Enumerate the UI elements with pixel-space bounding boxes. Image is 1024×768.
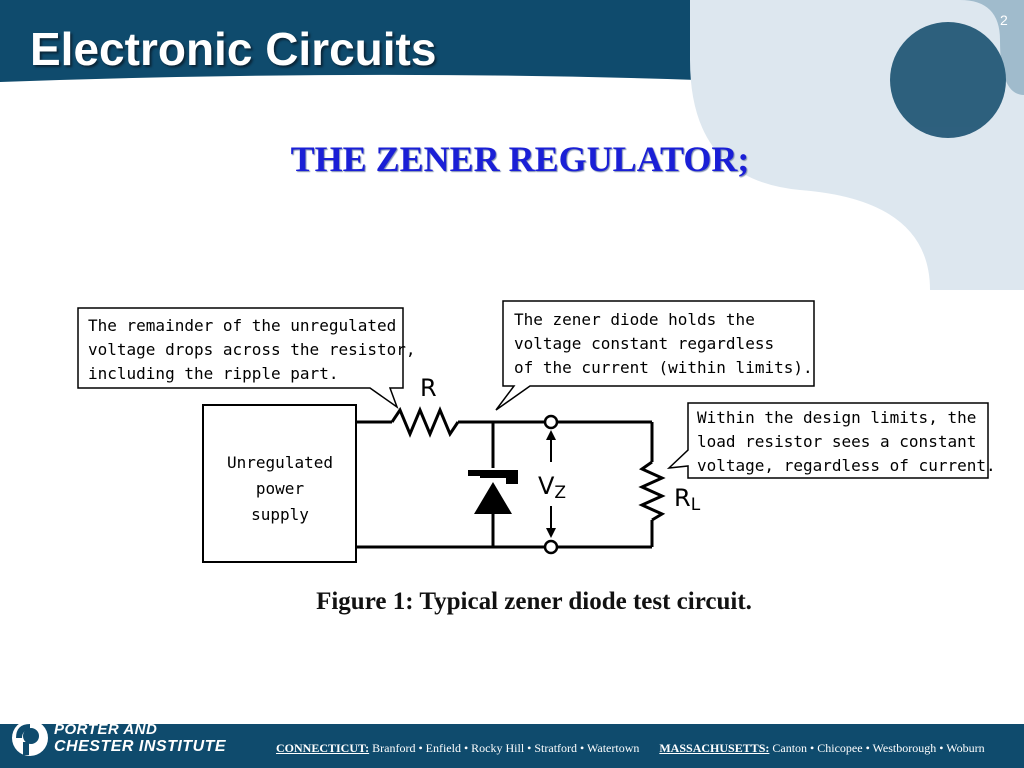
terminal-top: [543, 414, 559, 430]
vz-arrowhead-up: [546, 430, 556, 440]
page-number: 2: [1000, 12, 1008, 28]
vz-arrowhead-down: [546, 528, 556, 538]
header-logo-arcs: [700, 0, 1024, 138]
power-supply-box: [202, 404, 357, 563]
callout-zener-line3: of the current (within limits).: [514, 358, 813, 377]
callout-resistor-box: [77, 307, 404, 409]
callout-load-line2: load resistor sees a constant: [697, 432, 976, 451]
zener-diode-triangle: [474, 482, 512, 514]
brand-line2: CHESTER INSTITUTE: [54, 738, 227, 755]
footer-locations: CONNECTICUT: Branford • Enfield • Rocky …: [276, 741, 985, 756]
zener-diode-bar: [468, 470, 518, 484]
porter-chester-logo-icon: [12, 720, 48, 756]
brand-name: PORTER AND CHESTER INSTITUTE: [54, 721, 226, 755]
terminal-bottom: [543, 539, 559, 555]
ct-towns: Branford • Enfield • Rocky Hill • Stratf…: [372, 741, 640, 755]
load-label: RL: [674, 484, 701, 515]
supply-label-line1: Unregulated: [227, 453, 333, 472]
slide-title: Electronic Circuits: [30, 23, 437, 75]
slide-subtitle: THE ZENER REGULATOR;: [290, 139, 750, 179]
callout-resistor-line3: including the ripple part.: [88, 364, 338, 383]
load-resistor-rl: [638, 460, 666, 522]
resistor-r: [390, 406, 460, 438]
ct-label: CONNECTICUT:: [276, 741, 370, 755]
supply-label-line2: power: [256, 479, 305, 498]
footer-band: [0, 724, 1024, 768]
callout-load-line1: Within the design limits, the: [697, 408, 976, 427]
vz-label: VZ: [538, 472, 566, 503]
callout-resistor-line1: The remainder of the unregulated: [88, 316, 396, 335]
ma-label: MASSACHUSETTS:: [659, 741, 770, 755]
callout-zener-box: [495, 300, 815, 411]
callout-load-line3: voltage, regardless of current.: [697, 456, 996, 475]
figure-caption: Figure 1: Typical zener diode test circu…: [316, 588, 752, 615]
callout-zener-line2: voltage constant regardless: [514, 334, 774, 353]
callout-resistor-line2: voltage drops across the resistor,: [88, 340, 416, 359]
callout-zener-line1: The zener diode holds the: [514, 310, 755, 329]
ma-towns: Canton • Chicopee • Westborough • Woburn: [772, 741, 985, 755]
brand-line1: PORTER AND: [54, 721, 158, 738]
resistor-label: R: [420, 374, 437, 402]
supply-label-line3: supply: [251, 505, 309, 524]
callout-load-box: [666, 402, 989, 479]
